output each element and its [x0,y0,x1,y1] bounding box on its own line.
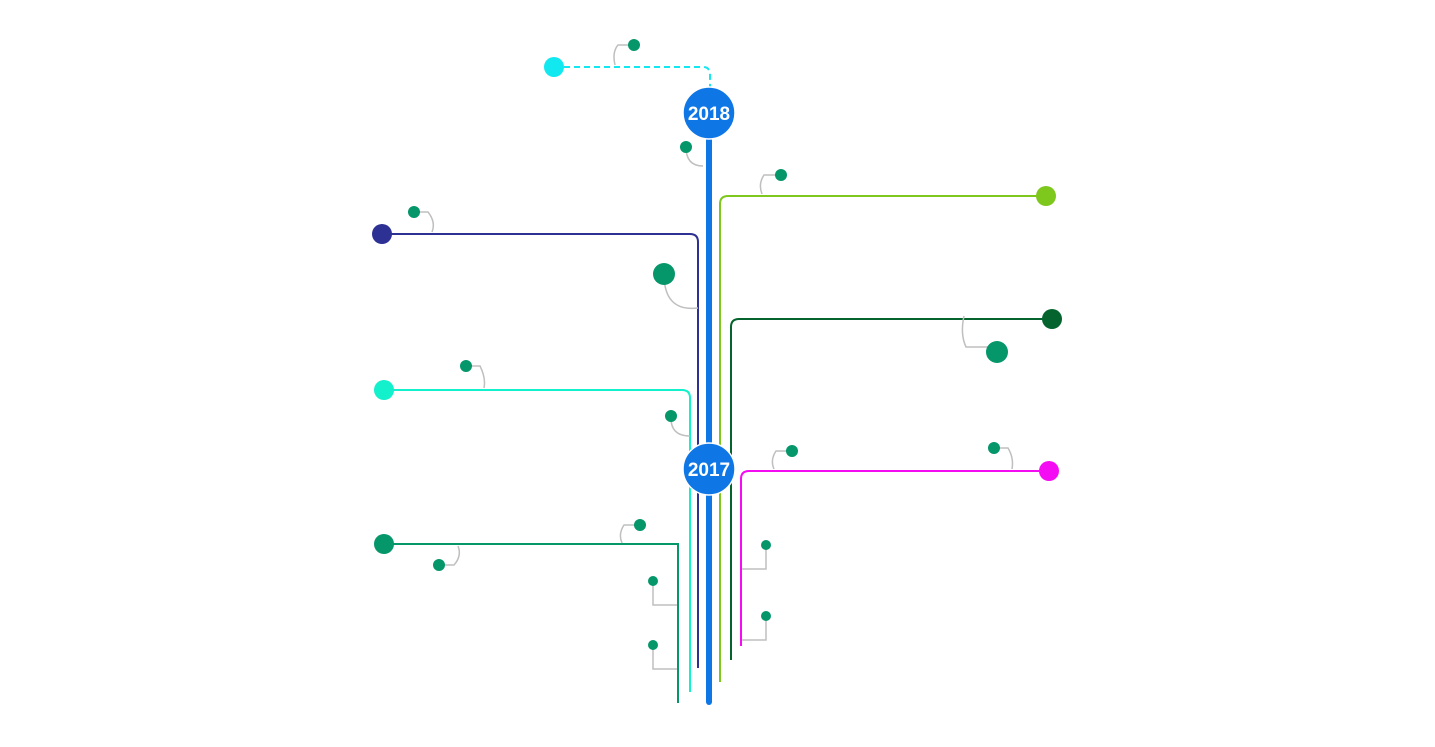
branch-node-lime[interactable] [1036,186,1056,206]
leaf-node-small[interactable] [761,540,771,550]
leaf-node[interactable] [665,410,677,422]
year-node-2018[interactable]: 2018 [682,86,736,140]
year-node-circle [682,442,736,496]
connector [613,44,634,66]
connector [439,545,461,566]
branch-lines [382,66,1052,703]
connector [759,174,781,195]
leaf-node[interactable] [680,141,692,153]
branch-line-navy [382,233,699,668]
connector [466,365,486,389]
branch-node-green[interactable] [374,534,394,554]
leaf-node[interactable] [775,169,787,181]
branch-line-aqua [384,389,691,692]
branch-line-dark-green [730,318,1052,660]
leaf-node-small[interactable] [648,576,658,586]
branch-line-magenta [740,470,1049,646]
connector [771,450,792,470]
leaf-node-small[interactable] [761,611,771,621]
branch-node-dark-green[interactable] [1042,309,1062,329]
branch-node-navy[interactable] [372,224,392,244]
branch-line-cyan-top [554,66,711,92]
year-node-circle [682,86,736,140]
leaf-node[interactable] [408,206,420,218]
leaf-node-small[interactable] [648,640,658,650]
branch-node-magenta[interactable] [1039,461,1059,481]
leaf-node[interactable] [460,360,472,372]
leaf-node[interactable] [634,519,646,531]
branch-node-cyan-top[interactable] [544,57,564,77]
leaf-node-large[interactable] [653,263,675,285]
connector [652,581,677,606]
leaf-nodes [408,39,1008,650]
leaf-node[interactable] [786,445,798,457]
connector [994,447,1014,470]
leaf-node-large[interactable] [986,341,1008,363]
branch-end-nodes [372,57,1062,554]
branch-line-green [384,543,679,703]
connector [414,211,435,233]
connector [652,645,677,670]
connector [742,545,767,570]
year-label-2018: 2018 [688,104,730,125]
branch-line-lime [719,195,1046,682]
branch-node-aqua[interactable] [374,380,394,400]
connector [742,616,767,641]
leaf-node[interactable] [988,442,1000,454]
connector [961,315,997,348]
leaf-node[interactable] [628,39,640,51]
year-label-2017: 2017 [688,460,730,481]
year-node-2017[interactable]: 2017 [682,442,736,496]
connector [619,524,640,544]
leaf-node[interactable] [433,559,445,571]
